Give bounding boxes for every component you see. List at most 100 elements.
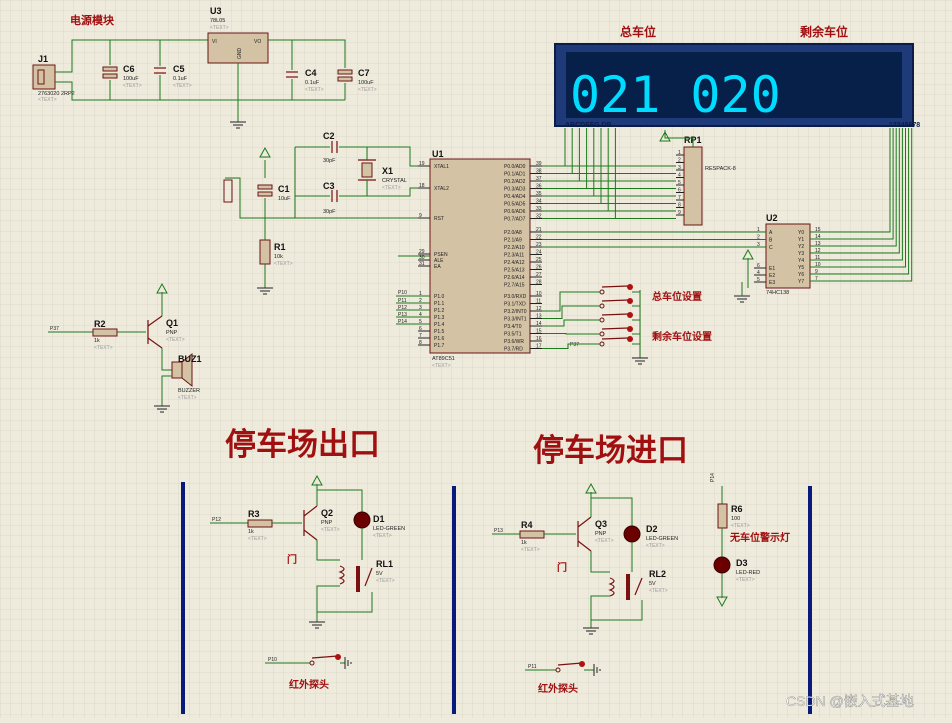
u1-pin-num: 4 [419,312,422,318]
c7-text: <TEXT> [358,87,377,93]
u1-pin-num: 5 [419,319,422,325]
x1-text: <TEXT> [382,185,401,191]
rp1-part: RESPACK-8 [705,166,736,172]
setting-button[interactable] [601,327,629,330]
r2-ref: R2 [94,319,106,329]
rp1-pin-num: 9 [678,210,681,216]
reset-button[interactable] [223,179,233,203]
c6-capacitor[interactable] [102,66,118,72]
u1-pin-name: P2.7/A15 [504,283,525,289]
u1-pin-name: P2.6/A14 [504,275,525,281]
setting-button[interactable] [601,313,629,316]
c1-capacitor[interactable] [257,184,273,190]
u3-regulator[interactable] [207,32,269,64]
c4-ref: C4 [305,68,317,78]
rl1-relay-coil[interactable] [338,565,345,585]
u2-ref: U2 [766,213,778,223]
u1-pin-name: P3.5/T1 [504,332,522,338]
divider-middle [452,486,456,714]
rl2-value: 5V [649,581,656,587]
vcc-arrow-icon [311,474,323,486]
u1-pin-num: 27 [536,272,542,278]
u1-pin-num: 35 [536,191,542,197]
vcc-arrow-icon [259,146,271,158]
u1-pin-name: P3.3/INT1 [504,317,527,323]
u2-pin-num: 15 [815,227,821,233]
u1-pin-num: 13 [536,314,542,320]
u1-pin-num: 14 [536,321,542,327]
rl1-switch[interactable] [364,567,373,587]
u2-pin-name: E1 [769,266,775,272]
buzzer-circuit: P37 R2 1k <TEXT> Q1 PNP <TEXT> BUZ1 BUZZ… [48,282,202,413]
seven-segment-display: 总车位 剩余车位 021 020 ABCDEFG DP 12345678 [554,24,920,129]
q1-text: <TEXT> [166,337,185,343]
u1-pin-num: 18 [419,183,425,189]
net-p11-entrance: P11 [528,664,537,670]
ir-sensor-entrance[interactable] [557,662,583,666]
exit-section: 停车场出口 P12 R3 1k <TEXT> Q2 PNP <TEXT> D1 … [210,427,405,691]
u1-pin-num: 16 [536,336,542,342]
u1-pin-name: ALE [434,258,444,264]
r3-resistor[interactable] [247,519,273,528]
net-p13: P13 [398,312,407,318]
rl2-relay-coil[interactable] [608,577,615,597]
u1-body[interactable] [429,158,531,354]
u2-body[interactable] [765,223,811,289]
u1-pin-num: 36 [536,184,542,190]
x1-ref: X1 [382,166,393,176]
r1-value: 10k [274,254,283,260]
c6-ref: C6 [123,64,135,74]
setting-button[interactable] [601,337,629,340]
u1-pin-num: 10 [536,291,542,297]
u1-pin-name: P3.4/T0 [504,324,522,330]
r4-resistor[interactable] [519,530,545,539]
rl1-text: <TEXT> [376,578,395,584]
r2-value: 1k [94,338,100,344]
q2-ref: Q2 [321,508,333,518]
c7-capacitor[interactable] [337,69,353,75]
rl1-core [356,566,360,592]
buzzer[interactable] [171,361,183,379]
u1-pin-name: P0.7/AD7 [504,217,526,223]
vcc-arrow-icon [716,596,728,608]
r2-resistor[interactable] [92,328,118,337]
x1-crystal[interactable] [361,162,373,178]
u1-pin-name: P0.0/AD0 [504,164,526,170]
u1-pin-num: 23 [536,242,542,248]
c1-value: 10uF [278,196,291,202]
q1-part: PNP [166,330,178,336]
divider-left [181,482,185,714]
remaining-setting-label: 剩余车位设置 [652,330,712,343]
u1-pin-name: P2.2/A10 [504,245,525,251]
vcc-arrow-icon [585,482,597,494]
r1-resistor[interactable] [259,239,271,265]
ir-sensor-exit[interactable] [311,655,339,659]
r4-value: 1k [521,540,527,546]
u1-pin-num: 2 [419,298,422,304]
u2-pin-num: 4 [757,270,760,276]
u1-pin-name: P0.5/AD5 [504,202,526,208]
d1-led[interactable] [353,511,371,529]
r6-resistor[interactable] [717,503,728,529]
u1-pin-name: P3.7/RD [504,347,523,353]
setting-button[interactable] [601,299,629,302]
setting-button[interactable] [601,285,629,288]
u2-pin-name: Y6 [798,272,804,278]
c3-ref: C3 [323,181,335,191]
d2-led[interactable] [623,525,641,543]
exit-title: 停车场出口 [225,427,380,462]
rp1-body[interactable] [683,146,703,226]
r1-ref: R1 [274,242,286,252]
u3-part: 78L05 [210,18,225,24]
q2-part: PNP [321,520,333,526]
warning-lamp-label: 无车位警示灯 [729,531,790,544]
r3-value: 1k [248,529,254,535]
d3-led[interactable] [713,556,731,574]
u1-ref: U1 [432,149,444,159]
rl2-switch[interactable] [634,577,643,596]
r6-ref: R6 [731,504,743,514]
u2-pin-num: 14 [815,234,821,240]
u1-pin-num: 12 [536,306,542,312]
u2-pin-name: Y7 [798,279,804,285]
